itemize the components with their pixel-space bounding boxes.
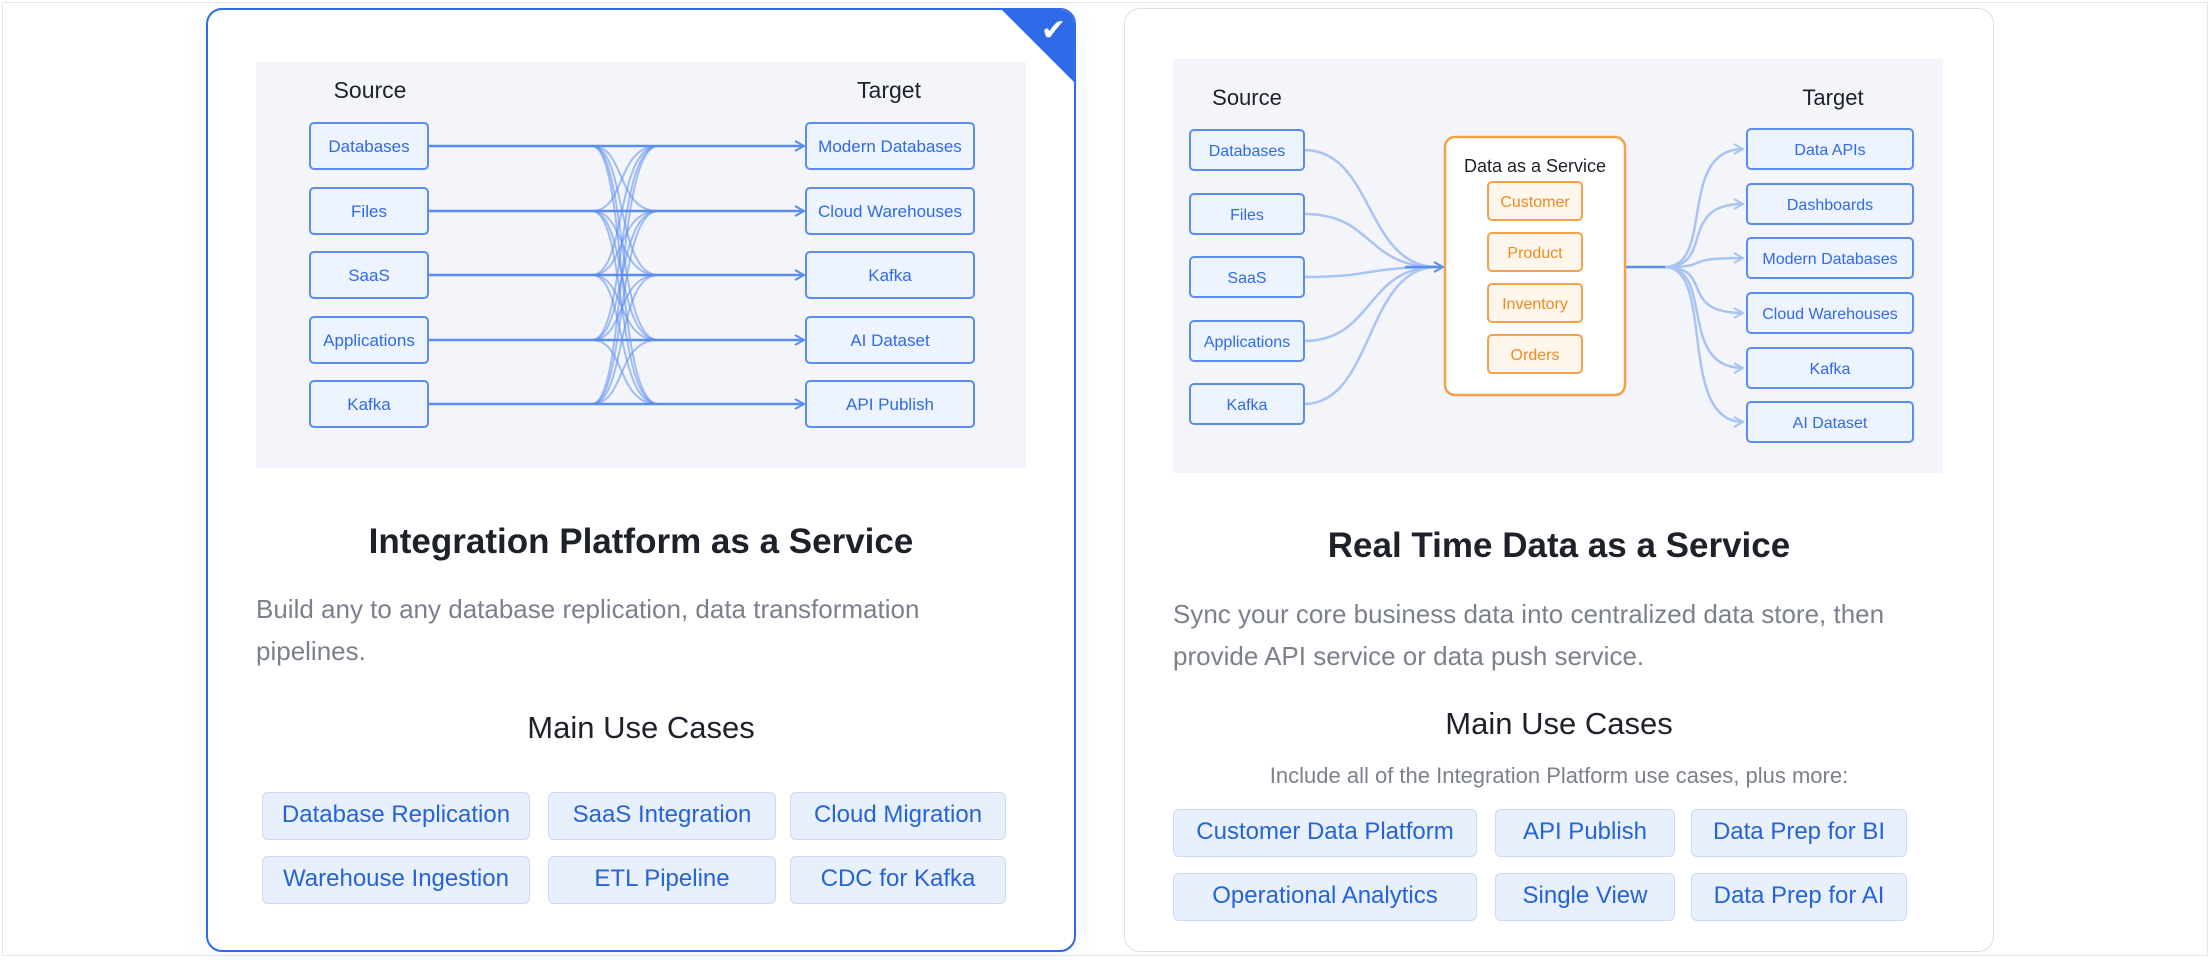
card-title: Real Time Data as a Service [1327, 526, 1791, 565]
source-box: Kafka [309, 380, 429, 428]
use-cases-title: Main Use Cases [527, 710, 755, 745]
use-case-chip: API Publish [1495, 809, 1675, 857]
svg-text:Kafka: Kafka [868, 266, 912, 285]
use-case-chip: Single View [1495, 873, 1675, 921]
svg-text:API Publish: API Publish [846, 395, 934, 414]
svg-text:Applications: Applications [1204, 334, 1290, 351]
connector-curve [428, 145, 659, 341]
connector-curve [1303, 265, 1438, 343]
svg-text:Kafka: Kafka [1810, 361, 1851, 378]
center-item-box: Customer [1487, 181, 1583, 221]
svg-text:Orders: Orders [1511, 347, 1560, 364]
svg-text:Kafka: Kafka [1227, 397, 1268, 414]
source-box: Databases [1189, 129, 1305, 171]
card-description: Build any to any database replication, d… [256, 594, 920, 666]
use-cases-note: Include all of the Integration Platform … [1269, 763, 1849, 788]
svg-text:Files: Files [351, 202, 387, 221]
svg-text:SaaS: SaaS [1227, 270, 1266, 287]
connector-curve [428, 210, 659, 405]
connector-curve [428, 339, 659, 405]
center-box-title: Data as a Service [1464, 156, 1606, 176]
center-item-box: Inventory [1487, 283, 1583, 323]
target-box: Dashboards [1746, 183, 1914, 225]
center-item-box: Product [1487, 232, 1583, 272]
source-box: Kafka [1189, 383, 1305, 425]
target-box: Modern Databases [1746, 237, 1914, 279]
target-box: Cloud Warehouses [1746, 292, 1914, 334]
connector-curve [1664, 265, 1743, 422]
target-box: Cloud Warehouses [805, 187, 975, 235]
source-box: Applications [1189, 320, 1305, 362]
svg-text:Files: Files [1230, 207, 1264, 224]
diagram-target-label: Target [857, 77, 922, 103]
target-box: AI Dataset [1746, 401, 1914, 443]
use-case-chip: ETL Pipeline [548, 856, 776, 904]
source-box: Files [309, 187, 429, 235]
center-item-box: Orders [1487, 334, 1583, 374]
connector-curve [428, 339, 659, 405]
svg-text:Applications: Applications [323, 331, 415, 350]
svg-text:Inventory: Inventory [1502, 296, 1568, 313]
source-box: Databases [309, 122, 429, 170]
connector-curve [1664, 258, 1743, 269]
svg-text:AI Dataset: AI Dataset [1793, 415, 1868, 432]
use-case-chip: Data Prep for AI [1691, 873, 1907, 921]
connector-curve [1664, 265, 1743, 368]
svg-text:Kafka: Kafka [347, 395, 391, 414]
svg-text:Databases: Databases [1209, 143, 1286, 160]
connector-curve [1303, 148, 1438, 269]
source-box: SaaS [309, 251, 429, 299]
target-box: Kafka [805, 251, 975, 299]
diagram-source-label: Source [334, 77, 407, 103]
connector-curve [1664, 265, 1743, 313]
target-box: Modern Databases [805, 122, 975, 170]
connector-curve [1664, 204, 1743, 269]
diagram-target-label: Target [1802, 85, 1863, 110]
use-case-chip: CDC for Kafka [790, 856, 1006, 904]
connector-curve [1664, 149, 1743, 269]
use-case-chip: Customer Data Platform [1173, 809, 1477, 857]
svg-text:SaaS: SaaS [348, 266, 390, 285]
use-case-chip: Cloud Migration [790, 792, 1006, 840]
card-description: Sync your core business data into centra… [1173, 599, 1885, 671]
connector-curve [1303, 265, 1438, 406]
use-case-chip: SaaS Integration [548, 792, 776, 840]
svg-text:Product: Product [1507, 245, 1563, 262]
source-box: Files [1189, 193, 1305, 235]
target-box: Data APIs [1746, 128, 1914, 170]
use-case-chip: Operational Analytics [1173, 873, 1477, 921]
card-title: Integration Platform as a Service [368, 522, 914, 561]
card-dataas[interactable]: Source Target Data as a Service Database… [1124, 8, 1994, 952]
connector-curve [428, 145, 659, 405]
use-case-chip: Database Replication [262, 792, 530, 840]
diagram-source-label: Source [1212, 85, 1282, 110]
connector-curve [1303, 212, 1438, 269]
source-box: SaaS [1189, 256, 1305, 298]
svg-text:Modern Databases: Modern Databases [818, 137, 962, 156]
svg-text:Data APIs: Data APIs [1794, 142, 1865, 159]
source-box: Applications [309, 316, 429, 364]
use-case-chip: Data Prep for BI [1691, 809, 1907, 857]
svg-text:Cloud Warehouses: Cloud Warehouses [818, 202, 962, 221]
connector-curve [428, 210, 659, 405]
use-cases-title: Main Use Cases [1445, 706, 1673, 741]
connector-curve [428, 145, 659, 405]
svg-text:Customer: Customer [1500, 194, 1570, 211]
check-icon: ✔ [1040, 13, 1066, 48]
target-box: API Publish [805, 380, 975, 428]
use-case-chip: Warehouse Ingestion [262, 856, 530, 904]
svg-text:AI Dataset: AI Dataset [850, 331, 930, 350]
svg-text:Databases: Databases [328, 137, 409, 156]
connector-curve [428, 274, 659, 405]
svg-text:Cloud Warehouses: Cloud Warehouses [1762, 306, 1897, 323]
svg-text:Dashboards: Dashboards [1787, 197, 1873, 214]
dataas-diagram: Source Target Data as a Service Database… [1173, 59, 1943, 473]
target-box: Kafka [1746, 347, 1914, 389]
svg-text:Modern Databases: Modern Databases [1762, 251, 1897, 268]
target-box: AI Dataset [805, 316, 975, 364]
